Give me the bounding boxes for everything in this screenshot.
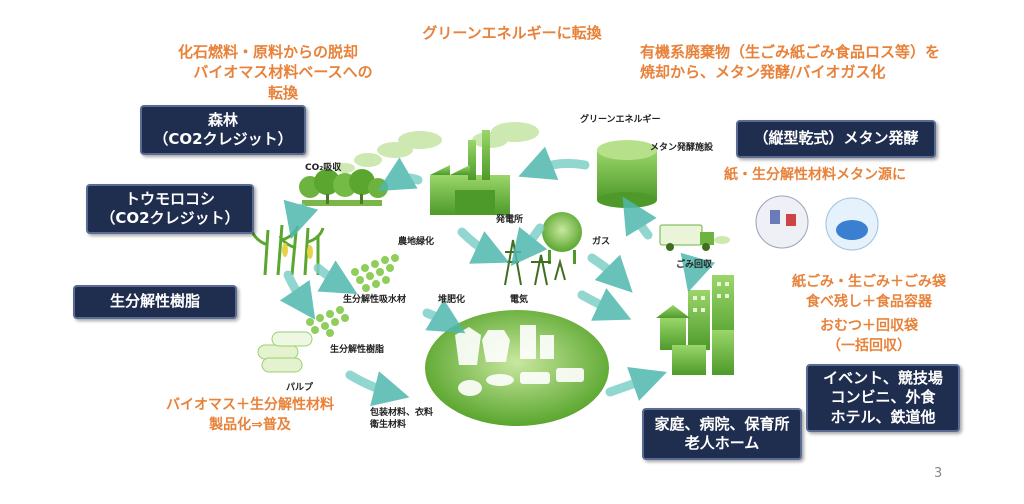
events-box-line-2: コンビニ、外食 — [830, 388, 936, 407]
gas-label: ガス — [592, 237, 611, 247]
green-energy-heading: グリーンエネルギーに転換 — [422, 24, 602, 42]
organic-line-1: 有機系廃棄物（生ごみ紙ごみ食品ロス等）を — [640, 43, 941, 61]
corn-box-line-1: トウモロコシ — [124, 189, 215, 208]
bio-resin-small-label: 生分解性樹脂 — [330, 345, 385, 355]
fossil-line-2: バイオマス材料ベースへの転換 — [193, 63, 373, 102]
compost-label: 堆肥化 — [438, 295, 466, 305]
organic-heading: 有機系廃棄物（生ごみ紙ごみ食品ロス等）を 焼却から、メタン発酵/バイオガス化 — [640, 42, 940, 83]
corn-box: トウモロコシ （CO2クレジット） — [86, 184, 254, 234]
forest-box-line-1: 森林 — [207, 110, 238, 129]
garbage-truck-illustration — [659, 224, 730, 251]
pulp-rolls — [257, 331, 313, 373]
forest-box: 森林 （CO2クレジット） — [140, 105, 306, 155]
bio-absorb-label: 生分解性吸水材 — [343, 295, 407, 305]
page-number: 3 — [934, 466, 943, 481]
resin-box: 生分解性樹脂 — [73, 285, 237, 319]
factory-illustration — [430, 130, 510, 215]
co2-absorb-label: CO₂吸収 — [305, 163, 342, 173]
pulp-label: パルプ — [286, 383, 314, 393]
packaging-line-1: 包装材料、衣料 — [370, 408, 434, 418]
diapers-note-line-2: （一括回収） — [827, 338, 911, 355]
fossil-heading: 化石燃料・原料からの脱却 バイオマス材料ベースへの転換 — [158, 42, 378, 103]
absorbent-pellets — [351, 254, 399, 292]
forest-illustration — [299, 169, 388, 206]
diapers-note: おむつ＋回収袋 （一括回収） — [800, 316, 938, 357]
methane-tank-illustration — [597, 140, 657, 208]
homes-box-line-1: 家庭、病院、保育所 — [654, 414, 790, 433]
resin-box-line-1: 生分解性樹脂 — [109, 292, 200, 311]
waste-bags-illustration — [755, 195, 879, 251]
power-plant-label: 発電所 — [496, 215, 524, 225]
packaging-line-2: 衛生材料 — [370, 419, 407, 430]
methane-box: （縦型乾式）メタン発酵 — [736, 120, 936, 158]
waste-note-line-2: 食べ残し＋食品容器 — [806, 294, 932, 311]
events-box-line-1: イベント、競技場 — [823, 368, 943, 387]
greening-label: 農地緑化 — [398, 237, 435, 247]
fossil-line-1: 化石燃料・原料からの脱却 — [177, 43, 358, 61]
forest-box-line-2: （CO2クレジット） — [153, 130, 293, 148]
events-box-line-3: ホテル、鉄道他 — [830, 407, 936, 426]
smoke-clouds — [335, 122, 539, 173]
product-blob — [425, 310, 609, 426]
methane-box-line-1: （縦型乾式）メタン発酵 — [753, 129, 919, 148]
homes-box: 家庭、病院、保育所 老人ホーム — [642, 408, 802, 460]
packaging-label: 包装材料、衣料 衛生材料 — [370, 408, 433, 431]
resin-pellets — [306, 306, 349, 337]
methane-facility-label: メタン発酵施設 — [650, 143, 714, 153]
green-energy-small-label: グリーンエネルギー — [580, 115, 661, 125]
homes-box-line-2: 老人ホーム — [684, 434, 760, 452]
bio-products-line-1: バイオマス＋生分解性材料 — [166, 397, 334, 413]
flow-arrows — [279, 146, 716, 407]
gas-tank-illustration — [542, 212, 582, 264]
waste-note: 紙ごみ・生ごみ＋ごみ袋 食べ残し＋食品容器 — [774, 272, 964, 313]
waste-note-line-1: 紙ごみ・生ごみ＋ごみ袋 — [792, 274, 946, 290]
diapers-note-line-1: おむつ＋回収袋 — [820, 318, 918, 334]
organic-line-2: 焼却から、メタン発酵/バイオガス化 — [640, 63, 886, 82]
electricity-label: 電気 — [510, 295, 529, 305]
paper-source-note: 紙・生分解性材料メタン源に — [724, 167, 906, 183]
corn-box-line-2: （CO2クレジット） — [100, 209, 240, 227]
bio-products-line-2: 製品化⇒普及 — [209, 416, 291, 433]
city-buildings — [656, 275, 734, 375]
events-box: イベント、競技場 コンビニ、外食 ホテル、鉄道他 — [806, 364, 960, 432]
bio-products-note: バイオマス＋生分解性材料 製品化⇒普及 — [150, 396, 350, 435]
garbage-collection-label: ごみ回収 — [676, 260, 713, 270]
